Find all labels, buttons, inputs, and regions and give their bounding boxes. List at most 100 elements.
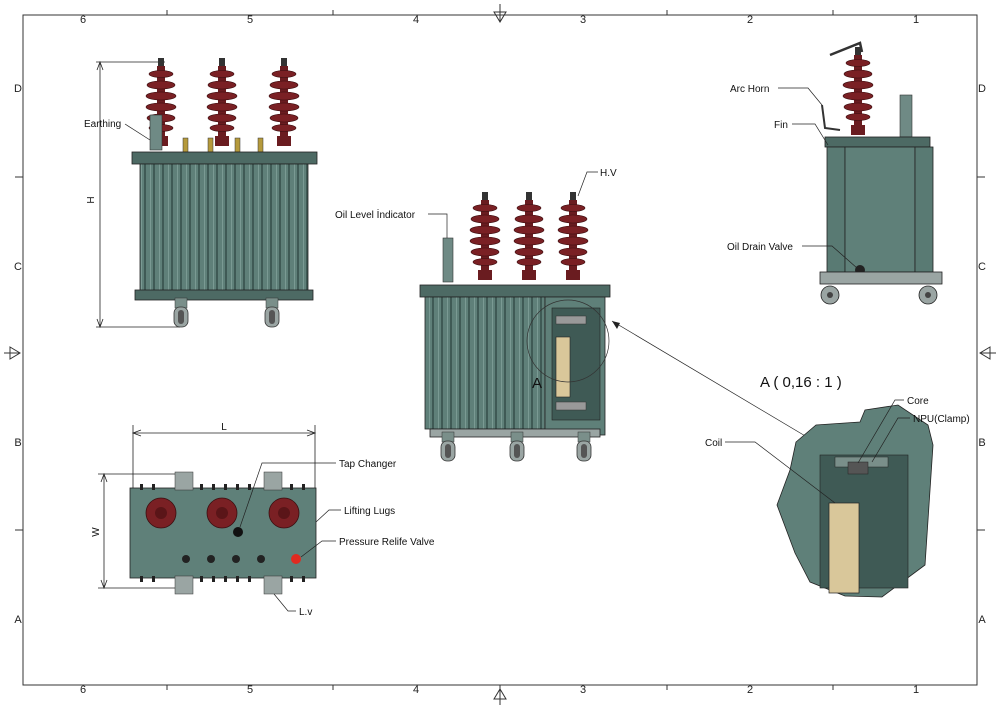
tank-cover — [419, 284, 611, 298]
wheel — [440, 431, 456, 462]
centering-arrows — [4, 4, 996, 705]
detail-arrowhead — [612, 321, 620, 329]
lv-bushing-tops — [182, 555, 265, 563]
wheel — [576, 431, 592, 462]
hv-bushing — [469, 191, 501, 281]
leader-lines — [428, 171, 813, 441]
leader-lines — [725, 399, 910, 504]
zone-label: 5 — [247, 684, 253, 696]
hv-bushing — [268, 57, 300, 147]
zone-label: A — [978, 614, 986, 626]
zone-label: 2 — [747, 14, 753, 26]
height-dim-label: H — [86, 196, 97, 203]
detail-view: A ( 0,16 : 1 ) Core NPU(Clamp) Coil — [705, 374, 970, 598]
hv-bushing — [513, 191, 545, 281]
side-view: Arc Horn Fin Oil Drain Valve — [727, 41, 943, 305]
hv-bushing — [206, 57, 238, 147]
zone-label: D — [14, 83, 22, 95]
length-dim-label: L — [221, 422, 227, 433]
zone-labels-right: D C B A — [978, 83, 986, 626]
zone-label: 5 — [247, 14, 253, 26]
tank-body — [844, 146, 916, 273]
base-frame — [819, 271, 943, 285]
leader-lines — [239, 462, 341, 612]
tap-changer — [233, 527, 243, 537]
detail-coil — [828, 502, 860, 594]
lifting-lug — [263, 471, 283, 491]
zone-label: B — [14, 437, 21, 449]
hv-label: H.V — [600, 168, 617, 179]
earthing-label: Earthing — [84, 119, 121, 130]
zone-label: C — [14, 261, 22, 273]
earthing-post — [149, 114, 163, 151]
top-view: L W — [91, 422, 435, 618]
length-dimension — [131, 425, 317, 488]
zone-label: A — [14, 614, 22, 626]
zone-labels-top: 6 5 4 3 2 1 — [80, 14, 919, 26]
oil-level-label: Oil Level İndicator — [335, 208, 416, 221]
zone-label: 3 — [580, 684, 586, 696]
wheel — [264, 297, 280, 328]
fin — [914, 146, 934, 273]
hv-bushing — [557, 191, 589, 281]
zone-ticks — [15, 10, 985, 690]
core-clamp — [555, 401, 587, 411]
wheel — [509, 431, 525, 462]
lifting-lug — [174, 575, 194, 595]
zone-label: 4 — [413, 14, 419, 26]
zone-label: 6 — [80, 684, 86, 696]
coil — [555, 336, 571, 398]
wheel — [173, 297, 189, 328]
isometric-view: A Oil Level İndicator H.V — [335, 168, 813, 462]
lv-label: L.v — [299, 607, 312, 618]
zone-label: 1 — [913, 684, 919, 696]
hv-bushing-tops — [145, 497, 300, 529]
leader-line — [124, 123, 151, 141]
fin — [826, 146, 846, 273]
detail-title: A ( 0,16 : 1 ) — [760, 374, 842, 391]
width-dim-label: W — [91, 527, 102, 537]
pressure-relief-valve — [291, 554, 301, 564]
core-clamp — [555, 315, 587, 325]
leader-lines — [778, 87, 858, 269]
zone-label: C — [978, 261, 986, 273]
zone-label: 6 — [80, 14, 86, 26]
zone-label: 4 — [413, 684, 419, 696]
height-dimension — [96, 60, 180, 329]
wheel-hub — [827, 292, 833, 298]
zone-label: 3 — [580, 14, 586, 26]
hv-bushing — [842, 46, 874, 136]
detail-circle — [526, 299, 610, 383]
wheel-hub — [925, 292, 931, 298]
arc-horn-lower — [821, 104, 841, 131]
conservator-pipe — [899, 94, 913, 138]
tank-cover — [824, 136, 931, 148]
tank-body — [139, 163, 309, 293]
lifting-lugs-label: Lifting Lugs — [344, 506, 395, 517]
arc-horn — [829, 41, 864, 57]
zone-labels-bottom: 6 5 4 3 2 1 — [80, 684, 919, 696]
zone-label: D — [978, 83, 986, 95]
tap-changer-label: Tap Changer — [339, 459, 397, 470]
zone-label: 1 — [913, 14, 919, 26]
lifting-lug — [263, 575, 283, 595]
zone-label: 2 — [747, 684, 753, 696]
pressure-valve-label: Pressure Relife Valve — [339, 537, 435, 548]
lifting-lug — [174, 471, 194, 491]
zone-labels-left: D C B A — [14, 83, 22, 626]
fin-label: Fin — [774, 120, 788, 131]
npu-label: NPU(Clamp) — [913, 414, 970, 425]
core — [847, 461, 869, 475]
front-view: H Earthing — [84, 57, 318, 329]
coil-label: Coil — [705, 438, 722, 449]
arc-horn-label: Arc Horn — [730, 84, 769, 95]
zone-label: B — [978, 437, 985, 449]
section-mark-label: A — [532, 375, 542, 392]
fin-edges-top — [140, 484, 305, 582]
tank-cover — [131, 151, 318, 165]
oil-drain-label: Oil Drain Valve — [727, 242, 793, 253]
oil-level-indicator — [442, 237, 454, 283]
tank-base — [134, 289, 314, 301]
core-label: Core — [907, 396, 929, 407]
